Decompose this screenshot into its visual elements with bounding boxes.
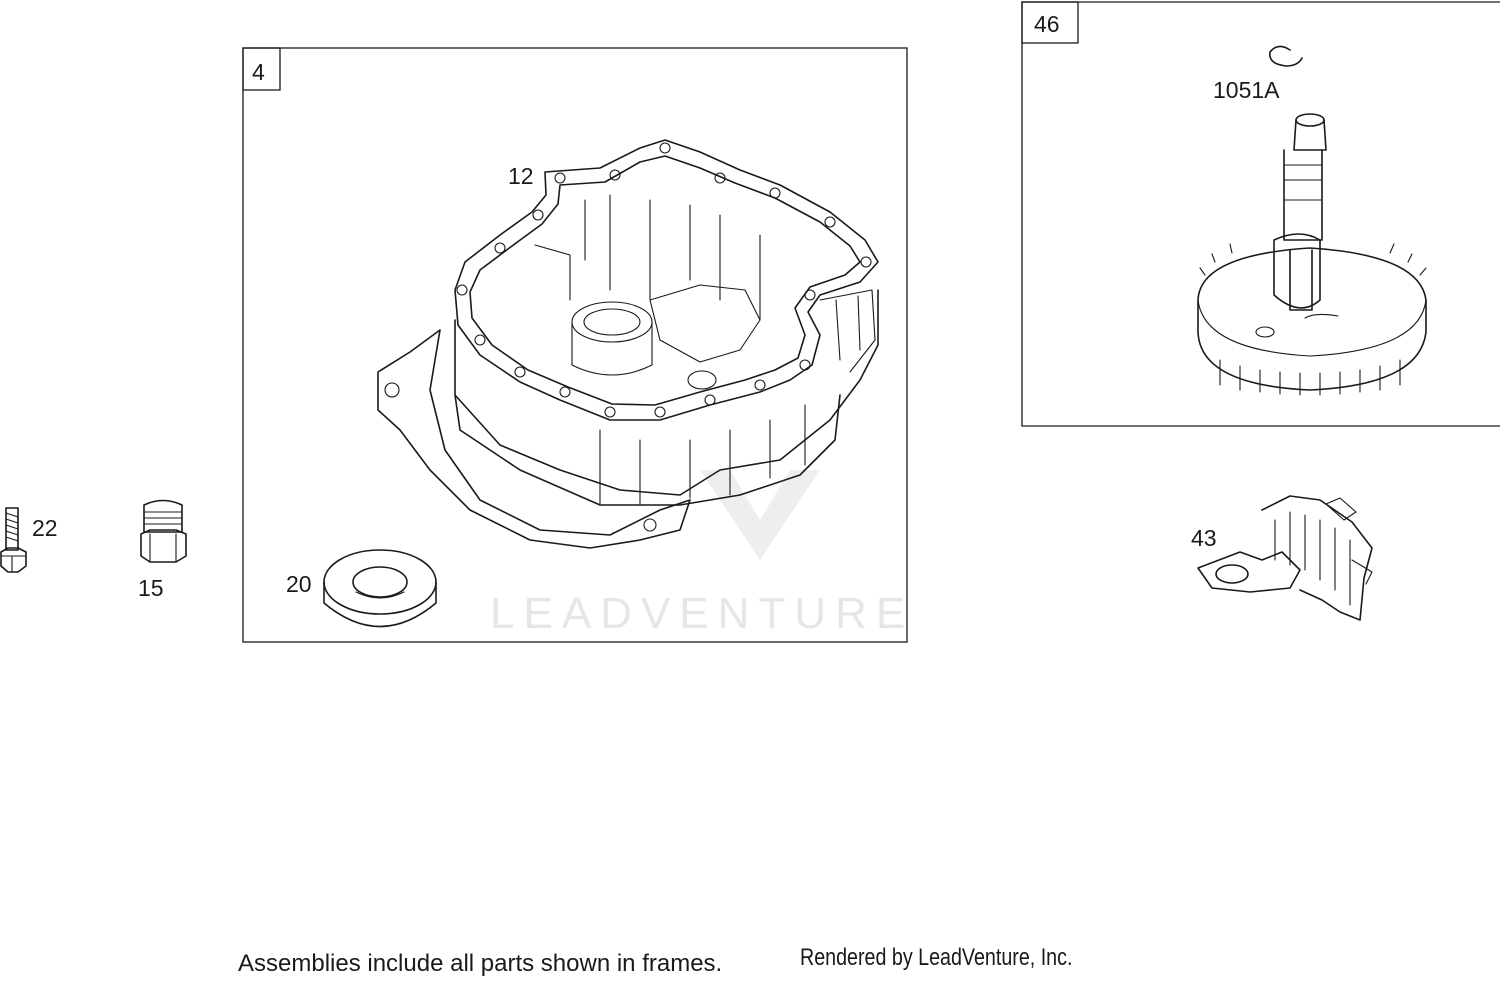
sump-interior-pocket (649, 284, 761, 363)
frame-4-tag-box (242, 47, 281, 91)
plug-threaded-top (143, 499, 183, 533)
cam-gear-hole (1255, 326, 1275, 338)
gasket-bolt-holes (456, 142, 872, 418)
sump-mounting-flange (377, 329, 691, 549)
bolt-hex-head (0, 547, 27, 573)
bracket-plate (1197, 551, 1301, 593)
bolt-22[interactable] (0, 507, 27, 573)
callout-12[interactable]: 12 (508, 163, 534, 189)
bolt-head-edge (0, 555, 27, 573)
bearing-boss-side (571, 321, 653, 376)
seal-bore (352, 566, 408, 598)
cam-compression-release (1304, 313, 1339, 319)
gasket-outline (454, 139, 879, 421)
sump-ribs (599, 404, 806, 506)
cam-gear-face-edge (1197, 299, 1427, 357)
gasket-inner-outline (469, 155, 861, 406)
cam-shaft-lower (1289, 249, 1313, 311)
sump-lower-wall (454, 394, 841, 506)
sump-body-wall (454, 289, 879, 496)
cam-shaft-neck (1293, 119, 1327, 151)
frame-46-label[interactable]: 46 (1034, 11, 1060, 37)
callout-43[interactable]: 43 (1191, 525, 1217, 551)
bracket-43[interactable] (1197, 495, 1373, 621)
plug-15[interactable] (140, 499, 187, 563)
watermark: LEADVENTURE (490, 470, 914, 638)
seal-outer-side (323, 581, 437, 628)
watermark-text: LEADVENTURE (490, 589, 914, 638)
frame-4: 4 (242, 47, 908, 643)
frame-46-tag-box (1021, 1, 1079, 44)
retaining-ring-1051a[interactable] (1269, 45, 1303, 67)
flange-bolt-hole (384, 382, 400, 398)
bolt-shank (5, 507, 19, 551)
bracket-mount-hole (1215, 564, 1249, 584)
footer-assemblies-note: Assemblies include all parts shown in fr… (238, 950, 723, 977)
frame-4-border (242, 47, 908, 643)
callout-22[interactable]: 22 (32, 515, 58, 541)
watermark-logo-icon (700, 470, 820, 560)
sump-cover-drawing[interactable] (377, 139, 879, 549)
camshaft-46[interactable] (1197, 113, 1427, 396)
cam-gear-body (1197, 247, 1427, 391)
bolt-thread (5, 512, 19, 542)
oil-seal-20[interactable] (323, 549, 437, 628)
cam-shaft-steps (1283, 164, 1323, 201)
callout-1051a[interactable]: 1051A (1213, 77, 1280, 103)
cam-gear-teeth (1199, 243, 1427, 396)
crankshaft-bearing-bore (583, 308, 641, 336)
footer-credit: Rendered by LeadVenture, Inc. (800, 944, 1073, 971)
bracket-tabs (1325, 497, 1373, 585)
seal-lip (355, 591, 405, 599)
plug-hex (140, 529, 187, 563)
frame-46: 46 (1021, 1, 1500, 427)
sump-interior-walls (534, 194, 761, 321)
bracket-body (1261, 495, 1373, 621)
bracket-ribs (1274, 511, 1351, 606)
cam-shaft-upper (1283, 149, 1323, 241)
seal-top-face (323, 549, 437, 615)
flange-bolt-hole (643, 518, 657, 532)
plug-thread (143, 511, 183, 525)
callout-15[interactable]: 15 (138, 575, 164, 601)
cam-lobe (1273, 233, 1321, 309)
callout-20[interactable]: 20 (286, 571, 312, 597)
frame-4-label[interactable]: 4 (252, 59, 265, 85)
cam-shaft-tip (1295, 113, 1325, 127)
sump-side-boss (819, 289, 876, 373)
plug-hex-edge (149, 533, 177, 563)
frame-46-border (1021, 1, 1500, 427)
oil-drain-plug-hole (687, 370, 717, 390)
